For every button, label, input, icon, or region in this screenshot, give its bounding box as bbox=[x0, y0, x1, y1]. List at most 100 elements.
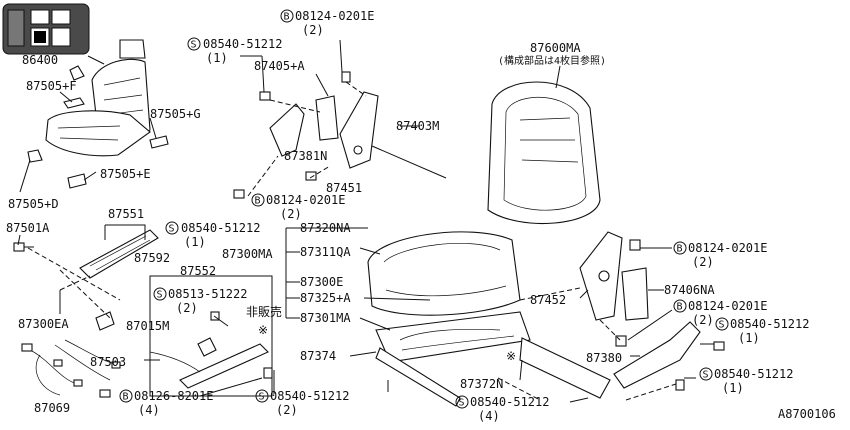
callout-87325a: 87325+A bbox=[300, 291, 351, 305]
trim-87505g-shape bbox=[149, 135, 169, 149]
trim-87505d-shape bbox=[27, 149, 43, 163]
seat-cushion-illustration bbox=[367, 231, 521, 316]
callout-87301ma: 87301MA bbox=[300, 311, 351, 325]
fastener-symbol: B bbox=[677, 302, 683, 313]
fastener-qty: (1) bbox=[184, 235, 206, 249]
fastener-callout: S 08540-51212 (2) bbox=[255, 389, 349, 417]
callout-87600ma-note: (構成部品は4枚目参照) bbox=[498, 54, 606, 67]
callout-87551: 87551 bbox=[108, 207, 144, 221]
callout-87311qa: 87311QA bbox=[300, 245, 351, 259]
callout-87405a: 87405+A bbox=[254, 59, 305, 73]
fastener-callout: B 08126-8201E (4) bbox=[119, 389, 213, 417]
fastener-callout: S 08540-51212 (1) bbox=[165, 221, 260, 249]
fastener-symbol: B bbox=[255, 196, 261, 207]
fastener-symbol: B bbox=[123, 392, 129, 403]
callout-87501a: 87501A bbox=[6, 221, 50, 235]
fastener-code: 08124-0201E bbox=[295, 9, 374, 23]
asterisk-mark-right: ※ bbox=[506, 349, 516, 363]
fastener-code: 08540-51212 bbox=[181, 221, 260, 235]
callout-87406na: 87406NA bbox=[664, 283, 715, 297]
callout-labels: 86400 87505+F 87505+G 87505+E 87505+D 87… bbox=[6, 41, 836, 421]
fastener-symbol: S bbox=[719, 320, 725, 331]
callout-87069: 87069 bbox=[34, 401, 70, 415]
callout-hihanbai: 非販売 bbox=[246, 304, 282, 319]
harness-87069-illustration bbox=[21, 339, 121, 398]
trim-87505e-shape bbox=[67, 173, 87, 189]
fastener-callout: S 08540-51212 (4) bbox=[455, 395, 549, 423]
fastener-qty: (2) bbox=[176, 301, 198, 315]
callout-87600ma: 87600MA bbox=[530, 41, 581, 55]
fastener-callout: B 08124-0201E (2) bbox=[280, 9, 374, 37]
fastener-symbol: B bbox=[284, 12, 290, 23]
fastener-callout: S 08540-51212 (1) bbox=[187, 37, 282, 65]
callout-87300ma: 87300MA bbox=[222, 247, 273, 261]
rod-87403m-shape bbox=[371, 145, 447, 179]
callout-87015m: 87015M bbox=[126, 319, 169, 333]
callout-87505g: 87505+G bbox=[150, 107, 201, 121]
callout-87505e: 87505+E bbox=[100, 167, 151, 181]
callout-87381n: 87381N bbox=[284, 149, 327, 163]
callout-87403m: 87403M bbox=[396, 119, 439, 133]
callout-87452: 87452 bbox=[530, 293, 566, 307]
callout-87503: 87503 bbox=[90, 355, 126, 369]
fastener-code: 08540-51212 bbox=[470, 395, 549, 409]
fastener-code: 08540-51212 bbox=[714, 367, 793, 381]
fastener-code: 08513-51222 bbox=[168, 287, 247, 301]
recliner-right-illustration bbox=[579, 231, 725, 391]
slide-rail-illustration bbox=[79, 229, 159, 331]
fastener-code: 08540-51212 bbox=[730, 317, 809, 331]
fastener-callout: B 08124-0201E (2) bbox=[673, 299, 767, 327]
power-slide-87552-illustration bbox=[149, 275, 273, 397]
callout-87592: 87592 bbox=[134, 251, 170, 265]
callout-87320na: 87320NA bbox=[300, 221, 351, 235]
callout-87374: 87374 bbox=[300, 349, 336, 363]
asterisk-mark-left: ※ bbox=[258, 323, 268, 337]
fastener-code: 08124-0201E bbox=[688, 299, 767, 313]
bolt-87501a-shape bbox=[13, 242, 34, 252]
trim-87380-shape bbox=[613, 321, 701, 389]
callout-87505d: 87505+D bbox=[8, 197, 59, 211]
callout-87300ea: 87300EA bbox=[18, 317, 69, 331]
fastener-symbol: S bbox=[703, 370, 709, 381]
fastener-qty: (1) bbox=[722, 381, 744, 395]
leader-lines bbox=[17, 39, 714, 403]
seat-back-87600ma-illustration bbox=[487, 81, 601, 225]
callout-87505f: 87505+F bbox=[26, 79, 77, 93]
fastener-qty: (2) bbox=[302, 23, 324, 37]
fastener-callout: S 08513-51222 (2) bbox=[153, 287, 247, 315]
fastener-callout: S 08540-51212 (1) bbox=[715, 317, 809, 345]
callout-87380: 87380 bbox=[586, 351, 622, 365]
fastener-qty: (2) bbox=[692, 313, 714, 327]
fastener-callouts: B 08124-0201E (2) S 08540-51212 (1) B 08… bbox=[119, 9, 809, 423]
recliner-bracket-illustration bbox=[233, 71, 379, 199]
fastener-symbol: S bbox=[169, 224, 175, 235]
fastener-symbol: S bbox=[259, 392, 265, 403]
fastener-symbol: S bbox=[459, 398, 465, 409]
trim-87372n-shape bbox=[519, 337, 611, 399]
seat-assembly-illustration bbox=[45, 39, 151, 157]
fastener-qty: (2) bbox=[692, 255, 714, 269]
fastener-symbol: S bbox=[191, 40, 197, 51]
fastener-callout: B 08124-0201E (2) bbox=[251, 193, 345, 221]
callout-87300e: 87300E bbox=[300, 275, 343, 289]
fastener-qty: (1) bbox=[206, 51, 228, 65]
fastener-qty: (2) bbox=[276, 403, 298, 417]
cushion-frame-illustration bbox=[375, 311, 531, 407]
fastener-code: 08124-0201E bbox=[688, 241, 767, 255]
trim-87505f-shape bbox=[63, 97, 85, 109]
fastener-code: 08540-51212 bbox=[203, 37, 282, 51]
fastener-symbol: B bbox=[677, 244, 683, 255]
diagram-id: A8700106 bbox=[778, 407, 836, 421]
callout-87552: 87552 bbox=[180, 264, 216, 278]
fastener-symbol: S bbox=[157, 290, 163, 301]
fastener-qty: (4) bbox=[138, 403, 160, 417]
fastener-qty: (1) bbox=[738, 331, 760, 345]
vehicle-locator-icon bbox=[2, 3, 90, 55]
fastener-code: 08126-8201E bbox=[134, 389, 213, 403]
fastener-code: 08540-51212 bbox=[270, 389, 349, 403]
callout-87451: 87451 bbox=[326, 181, 362, 195]
fastener-callout: B 08124-0201E (2) bbox=[673, 241, 767, 269]
fastener-callout: S 08540-51212 (1) bbox=[699, 367, 793, 395]
